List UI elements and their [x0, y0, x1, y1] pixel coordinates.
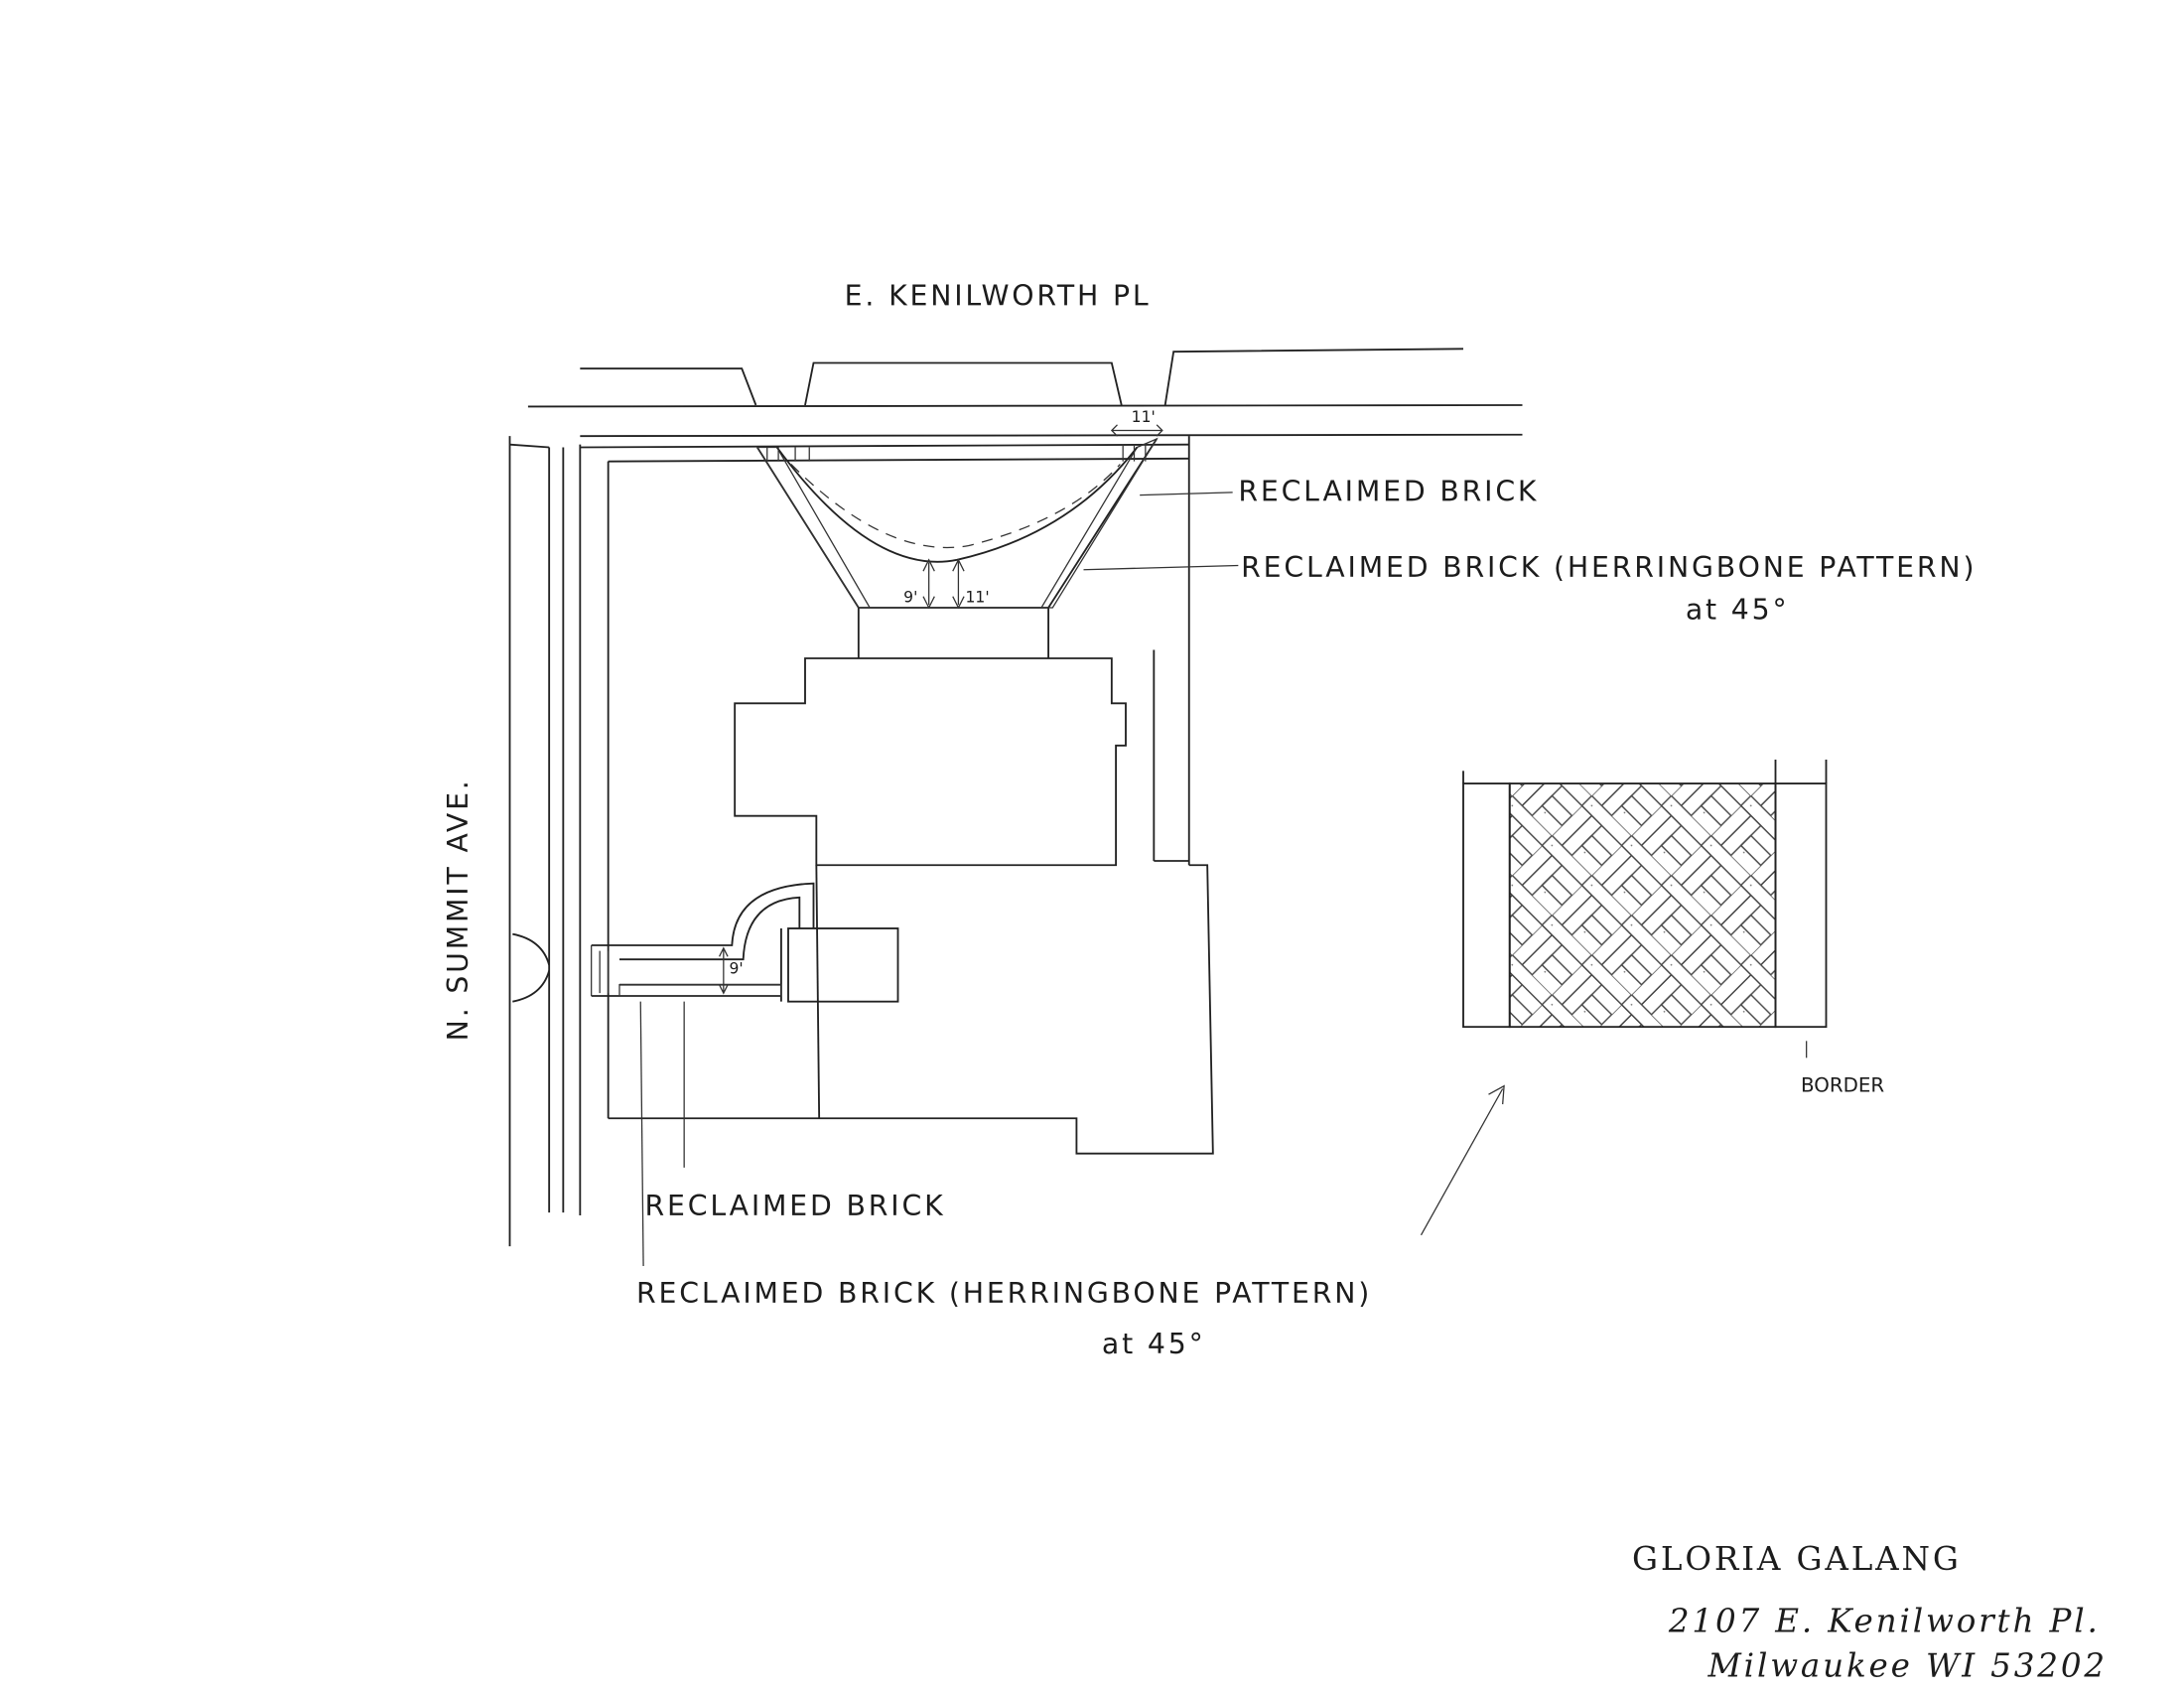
- signature-address-line2: Milwaukee WI 53202: [1706, 1647, 2108, 1685]
- street-kenilworth: [527, 348, 1523, 438]
- label-driveway-border: RECLAIMED BRICK: [1238, 475, 1539, 507]
- street-label-kenilworth: E. KENILWORTH PL: [845, 279, 1152, 312]
- house-footprint: [734, 608, 1189, 1119]
- dimension-driveway-depth-a: 9': [903, 588, 917, 606]
- dimension-driveway-depth-b: 11': [966, 588, 990, 606]
- driveway: [755, 424, 1163, 610]
- arrow-icon: [1420, 1084, 1505, 1236]
- label-walk-field: RECLAIMED BRICK (HERRINGBONE PATTERN): [636, 1277, 1372, 1310]
- dimension-walk-width: 9': [730, 959, 744, 977]
- street-summit: [508, 436, 565, 1247]
- street-label-summit: N. SUMMIT AVE.: [442, 777, 475, 1041]
- front-walk: [591, 882, 899, 1003]
- signature-name: GLORIA GALANG: [1632, 1540, 1962, 1578]
- leader-lines: [639, 492, 1239, 1267]
- property-lot: [579, 436, 1214, 1215]
- label-driveway-angle: at 45°: [1686, 593, 1790, 626]
- dimension-driveway-top-width: 11': [1132, 408, 1156, 426]
- label-walk-border: RECLAIMED BRICK: [645, 1190, 946, 1222]
- label-detail-border: BORDER: [1801, 1073, 1884, 1096]
- label-driveway-field: RECLAIMED BRICK (HERRINGBONE PATTERN): [1241, 551, 1977, 584]
- label-walk-angle: at 45°: [1102, 1328, 1206, 1360]
- herringbone-detail: [1462, 760, 1828, 1058]
- signature-address-line1: 2107 E. Kenilworth Pl.: [1668, 1602, 2101, 1639]
